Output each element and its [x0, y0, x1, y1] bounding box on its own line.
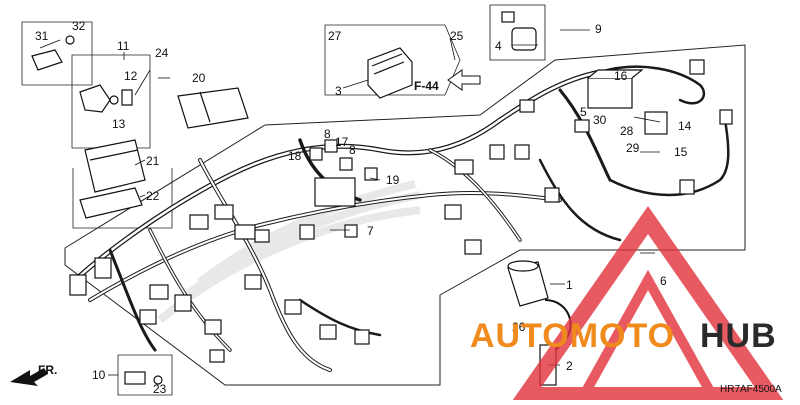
bracket-part-10 — [124, 371, 163, 385]
leader-lines — [39, 29, 661, 376]
relay-cluster — [309, 139, 378, 238]
callout-31: 31 — [35, 29, 49, 43]
module-part-21 — [84, 139, 146, 193]
callout-29: 29 — [626, 141, 640, 155]
front-direction-arrow: FR. — [10, 363, 57, 386]
wordmark-automoto: AUTOMOTO — [470, 317, 675, 355]
ecu-part-20 — [177, 87, 249, 129]
callout-13: 13 — [112, 117, 126, 131]
callout-9: 9 — [595, 22, 602, 36]
wordmark-hub: HUB — [700, 317, 777, 355]
callout-27: 27 — [328, 29, 342, 43]
main-wire-harness — [72, 65, 730, 372]
callout-25: 25 — [450, 29, 464, 43]
callout-8a: 8 — [324, 127, 331, 141]
callout-12: 12 — [124, 69, 138, 83]
section-reference-arrow: F-44 — [414, 69, 481, 93]
callout-32: 32 — [72, 19, 86, 33]
callout-19: 19 — [386, 173, 400, 187]
callout-11: 11 — [117, 39, 130, 53]
callout-6: 6 — [660, 274, 667, 288]
front-label: FR. — [38, 363, 57, 377]
callout-30: 30 — [593, 113, 607, 127]
cover-part-22 — [79, 187, 143, 219]
callout-4: 4 — [495, 39, 502, 53]
callout-21: 21 — [146, 154, 160, 168]
callout-8b: 8 — [349, 143, 356, 157]
callout-20: 20 — [192, 71, 206, 85]
callout-labels: 1 2 3 4 5 6 7 8 8 9 10 11 12 13 14 15 16… — [35, 19, 692, 396]
callout-5: 5 — [580, 105, 587, 119]
relay-part-4 — [489, 4, 546, 61]
callout-24: 24 — [155, 46, 169, 60]
automotohub-triangle-logo — [510, 206, 786, 403]
relay-part-14 — [644, 111, 668, 135]
fuse-box-part-16 — [587, 69, 644, 109]
automotohub-wordmark: AUTOMOTO HUB — [470, 317, 777, 355]
sensor-part-11 — [79, 84, 133, 113]
callout-1: 1 — [566, 278, 573, 292]
callout-23: 23 — [153, 382, 167, 396]
callout-3: 3 — [335, 84, 342, 98]
callout-15: 15 — [674, 145, 688, 159]
callout-7: 7 — [367, 224, 374, 238]
diagram-reference-code: HR7AF4500A — [720, 384, 782, 395]
section-ref-label: F-44 — [414, 79, 439, 93]
callout-2: 2 — [566, 359, 573, 373]
callout-26: 26 — [512, 320, 526, 334]
control-module-part-3 — [367, 47, 413, 99]
bracket-part-31 — [31, 35, 75, 71]
callout-18: 18 — [288, 149, 302, 163]
harness-connectors — [69, 59, 733, 363]
callout-22: 22 — [146, 189, 160, 203]
callout-14: 14 — [678, 119, 692, 133]
callout-10: 10 — [92, 368, 106, 382]
callout-16: 16 — [614, 69, 628, 83]
callout-28: 28 — [620, 124, 634, 138]
callout-17: 17 — [335, 135, 349, 149]
ignition-coil-part-1 — [507, 260, 549, 307]
